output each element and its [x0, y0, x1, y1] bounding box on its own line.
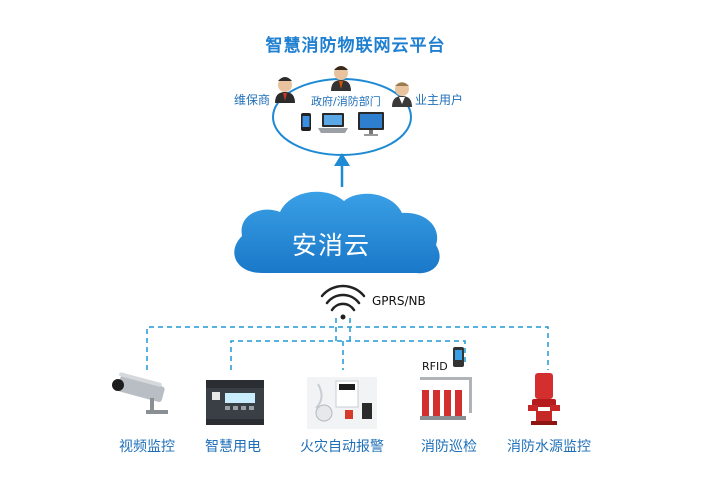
government-label: 政府/消防部门 — [311, 95, 381, 108]
device-label-water-source: 消防水源监控 — [507, 439, 591, 455]
owner-label: 业主用户 — [415, 93, 464, 107]
page-title: 智慧消防物联网云平台 — [265, 36, 446, 56]
network-label: GPRS/NB — [372, 294, 426, 308]
rfid-label: RFID — [422, 360, 448, 373]
connection-lines — [146, 318, 549, 370]
phone-icon — [301, 113, 311, 131]
cloud-icon — [234, 191, 440, 274]
upload-arrow — [334, 153, 350, 187]
desktop-monitor-icon — [358, 112, 384, 136]
device-label-video: 视频监控 — [119, 439, 175, 455]
device-label-electric: 智慧用电 — [205, 439, 261, 455]
cloud-label: 安消云 — [291, 231, 370, 260]
electrical-monitor-icon — [206, 380, 264, 425]
laptop-icon — [318, 113, 348, 133]
device-label-fire-alarm: 火灾自动报警 — [300, 439, 384, 455]
government-avatar-icon — [331, 66, 351, 91]
rfid-reader-icon — [453, 347, 464, 367]
pump-station-icon — [420, 377, 472, 420]
fire-pump-icon — [528, 373, 560, 425]
fire-alarm-icon — [307, 377, 377, 429]
cctv-camera-icon — [112, 372, 168, 414]
maintainer-label: 维保商 — [234, 93, 271, 107]
wireless-signal-icon — [320, 284, 366, 320]
device-label-inspection: 消防巡检 — [421, 439, 477, 455]
owner-avatar-icon — [392, 82, 412, 107]
maintainer-avatar-icon — [275, 77, 295, 103]
